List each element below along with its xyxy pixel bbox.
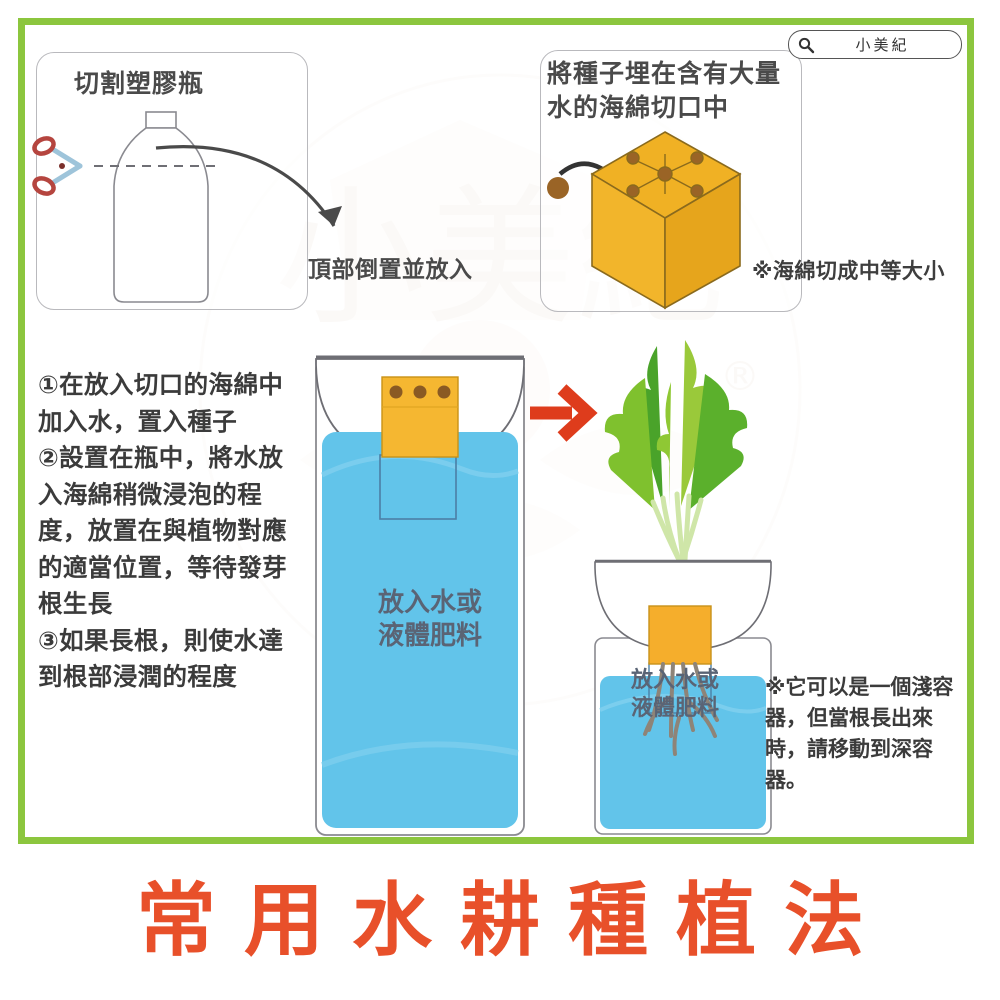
search-icon	[798, 37, 815, 53]
cut-bottle-illustration	[32, 111, 218, 303]
sponge-block-icon	[381, 376, 459, 458]
sponge-cube-illustration	[547, 131, 742, 310]
seed-dot-icon	[547, 177, 569, 199]
instruction-steps: ①在放入切口的海綿中加入水，置入種子 ②設置在瓶中，將水放入海綿稍微浸泡的程度，…	[38, 372, 287, 691]
panel-seed-title: 將種子埋在含有大量水的海綿切口中	[547, 60, 782, 122]
middle-bottle-illustration	[315, 355, 525, 836]
bottom-title-bar	[0, 855, 1000, 1000]
plastic-bottle-icon	[113, 111, 209, 303]
sponge-cube-icon	[590, 131, 742, 310]
search-text: 小美紀	[855, 37, 910, 54]
water-fill	[600, 676, 766, 829]
roots-icon	[643, 662, 719, 756]
red-arrow-icon	[530, 384, 598, 442]
middle-bottle-label: 放入水或 液體肥料	[377, 587, 482, 650]
page-title: 常用水耕種植法	[136, 876, 892, 965]
note-shallow-container: ※它可以是一個淺容器，但當根長出來時，請移動到深容器。	[765, 676, 954, 792]
sponge-block-icon	[648, 605, 712, 665]
right-bottle-illustration	[594, 340, 772, 835]
water-fill	[322, 432, 518, 828]
note-sponge-size: ※海綿切成中等大小	[752, 260, 945, 283]
caption-invert-top: 頂部倒置並放入	[308, 256, 473, 282]
seed-holes-group	[626, 151, 704, 198]
leafy-greens-icon	[604, 340, 748, 563]
panel-cut-title: 切割塑膠瓶	[74, 70, 205, 98]
scissors-icon	[32, 136, 83, 196]
search-box[interactable]: 小美紀	[788, 30, 962, 59]
right-bottle-label: 放入水或 液體肥料	[630, 667, 719, 720]
curved-arrow-to-bottle	[155, 145, 342, 227]
green-border-frame	[18, 18, 974, 844]
